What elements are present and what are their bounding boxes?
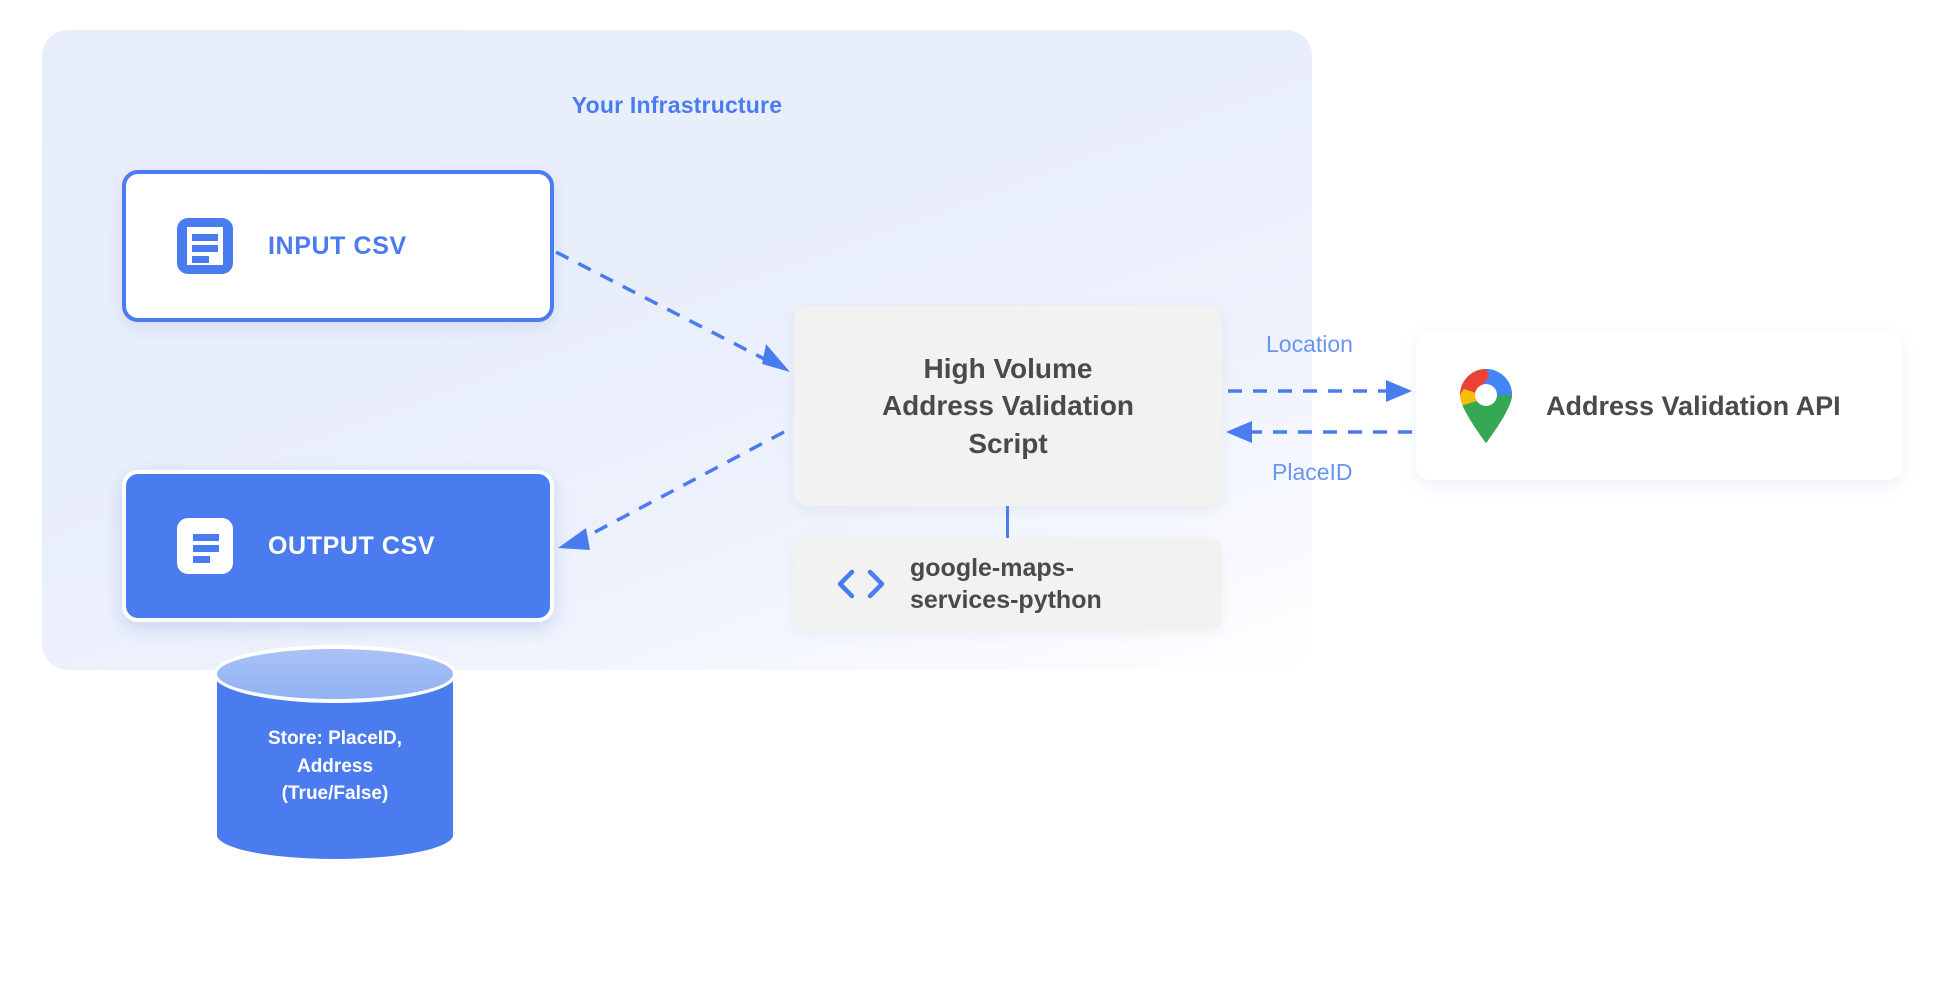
database-line-2: Address	[296, 755, 374, 777]
address-validation-api-label: Address Validation API	[1546, 390, 1841, 421]
script-node[interactable]: High Volume Address Validation Script	[794, 306, 1222, 506]
library-line-2: services-python	[910, 586, 1102, 614]
script-line-1: High Volume	[923, 353, 1093, 385]
google-maps-pin-icon	[1456, 369, 1516, 443]
script-line-3: Script	[968, 427, 1048, 459]
document-icon	[174, 515, 236, 577]
document-icon	[174, 215, 236, 277]
edge-label-location: Location	[1266, 331, 1353, 357]
address-validation-api-node[interactable]: Address Validation API	[1416, 332, 1902, 480]
database-line-3: (True/False)	[281, 783, 389, 805]
library-node[interactable]: google-maps- services-python	[794, 538, 1222, 630]
script-line-2: Address Validation	[881, 390, 1135, 422]
library-line-1: google-maps-	[910, 553, 1074, 582]
output-csv-label: OUTPUT CSV	[268, 531, 436, 560]
output-csv-node[interactable]: OUTPUT CSV	[122, 470, 554, 622]
database-node[interactable]: Store: PlaceID, Address (True/False)	[213, 645, 457, 865]
script-library-connector	[1006, 506, 1009, 540]
database-label: Store: PlaceID, Address (True/False)	[213, 725, 457, 808]
library-label: google-maps- services-python	[910, 552, 1102, 617]
edge-label-placeid: PlaceID	[1272, 459, 1353, 485]
infrastructure-panel-title: Your Infrastructure	[571, 92, 783, 118]
database-top	[213, 645, 457, 703]
input-csv-node[interactable]: INPUT CSV	[122, 170, 554, 322]
input-csv-label: INPUT CSV	[268, 231, 407, 260]
database-line-1: Store: PlaceID,	[267, 728, 403, 749]
code-brackets-icon	[834, 564, 888, 604]
